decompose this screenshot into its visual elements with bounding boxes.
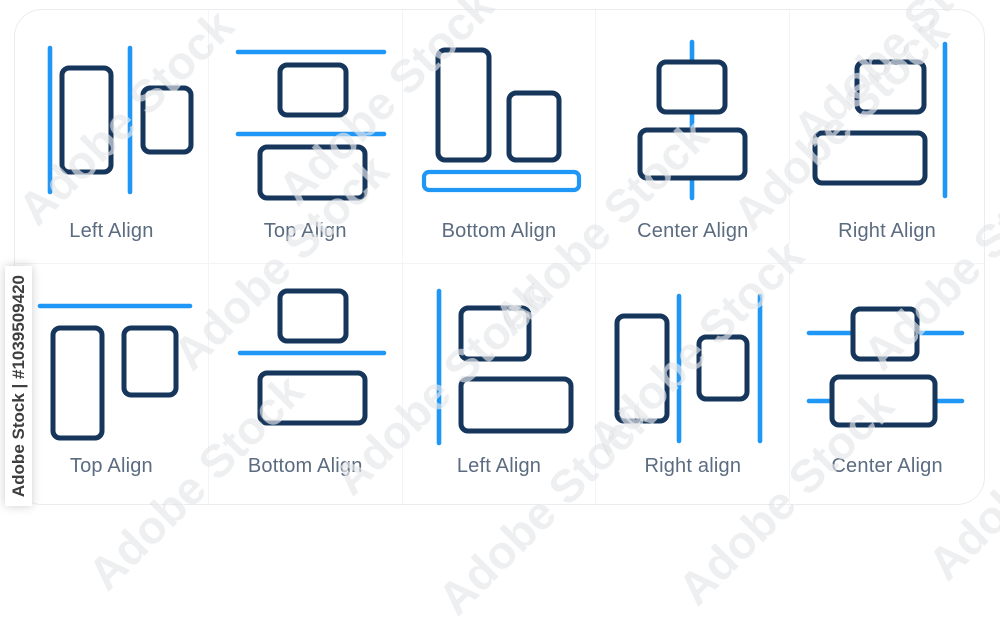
left-align-2-icon <box>419 286 579 446</box>
icon-card-top-align: Top Align <box>208 10 403 264</box>
icon-label: Right Align <box>838 220 936 242</box>
icon-card-bottom-align-2: Bottom Align <box>209 264 403 504</box>
icon-card-left-align-2: Left Align <box>403 264 597 504</box>
bottom-align-2-icon <box>225 286 387 446</box>
right-align-2-icon <box>613 286 773 446</box>
icon-card-center-align-2: Center Align <box>790 264 984 504</box>
center-align-2-icon <box>806 286 967 446</box>
icon-card-right-align: Right Align <box>790 10 984 264</box>
icon-label: Center Align <box>831 455 943 477</box>
icon-card-bottom-align: Bottom Align <box>402 10 597 264</box>
bottom-align-icon <box>419 40 582 200</box>
icon-card-center-align: Center Align <box>596 10 791 264</box>
top-align-icon <box>225 40 387 201</box>
icon-label: Bottom Align <box>247 455 363 477</box>
adobe-stock-watermark-text: Adobe Stock | #1039509420 <box>8 274 28 498</box>
icon-card-left-align: Left Align <box>15 10 209 264</box>
left-align-icon <box>31 40 194 200</box>
adobe-stock-watermark-bar: Adobe Stock | #1039509420 <box>5 266 32 506</box>
right-align-icon <box>807 40 967 200</box>
icon-label: Top Align <box>69 455 153 477</box>
icon-label: Bottom Align <box>441 220 557 242</box>
icon-card-top-align-2: Top Align <box>15 264 209 504</box>
icon-set-card: Left Align Top Align Bottom Align Center… <box>14 9 985 505</box>
icon-label: Left Align <box>69 220 154 242</box>
icon-label: Left Align <box>456 455 542 477</box>
center-align-icon <box>613 39 773 201</box>
icon-card-right-align-2: Right align <box>596 264 791 504</box>
icon-label: Center Align <box>637 220 749 242</box>
top-align-2-icon <box>31 286 193 446</box>
icon-label: Top Align <box>263 220 347 242</box>
icon-label: Right align <box>644 455 742 477</box>
